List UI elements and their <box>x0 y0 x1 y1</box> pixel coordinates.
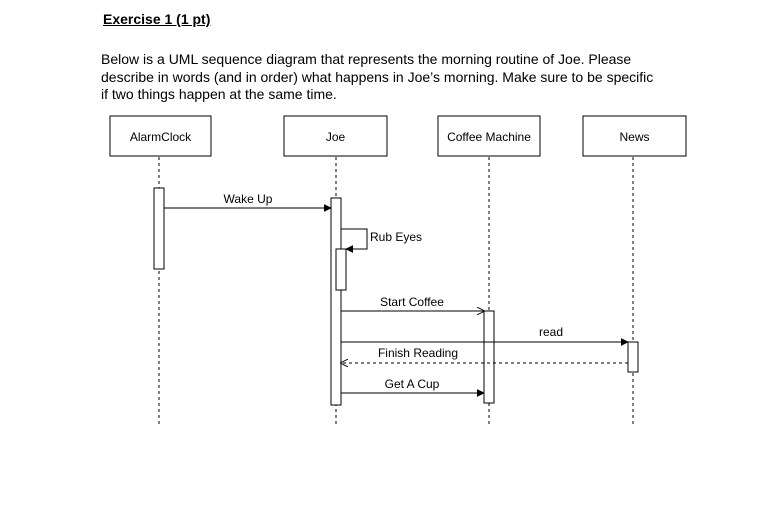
prompt-line-2: describe in words (and in order) what ha… <box>101 68 654 85</box>
participant-alarmclock: AlarmClock <box>109 115 212 157</box>
exercise-prompt: Below is a UML sequence diagram that rep… <box>101 51 701 104</box>
message-wake-up-label: Wake Up <box>224 192 273 206</box>
activation-news <box>627 341 639 373</box>
participant-alarmclock-label: AlarmClock <box>130 130 192 144</box>
participant-news-label: News <box>619 130 649 144</box>
activation-joe <box>330 197 342 406</box>
message-start-coffee-label: Start Coffee <box>380 295 444 309</box>
activation-alarmclock <box>153 187 165 270</box>
message-get-a-cup-label: Get A Cup <box>385 377 440 391</box>
participant-coffee-machine-label: Coffee Machine <box>447 130 531 144</box>
participant-joe-label: Joe <box>326 130 346 144</box>
participant-joe: Joe <box>283 115 388 157</box>
message-read-label: read <box>539 325 563 339</box>
prompt-line-1: Below is a UML sequence diagram that rep… <box>101 51 632 67</box>
message-rub-eyes-label: Rub Eyes <box>370 230 422 244</box>
message-finish-reading-label: Finish Reading <box>378 346 458 360</box>
participant-news: News <box>582 115 687 157</box>
activation-coffee-machine <box>483 310 495 404</box>
participant-coffee-machine: Coffee Machine <box>437 115 541 157</box>
message-rub-eyes-arrow <box>341 228 368 253</box>
exercise-heading: Exercise 1 (1 pt) <box>103 11 211 27</box>
activation-joe-nested <box>335 248 347 291</box>
prompt-line-3: if two things happen at the same time. <box>101 86 337 102</box>
